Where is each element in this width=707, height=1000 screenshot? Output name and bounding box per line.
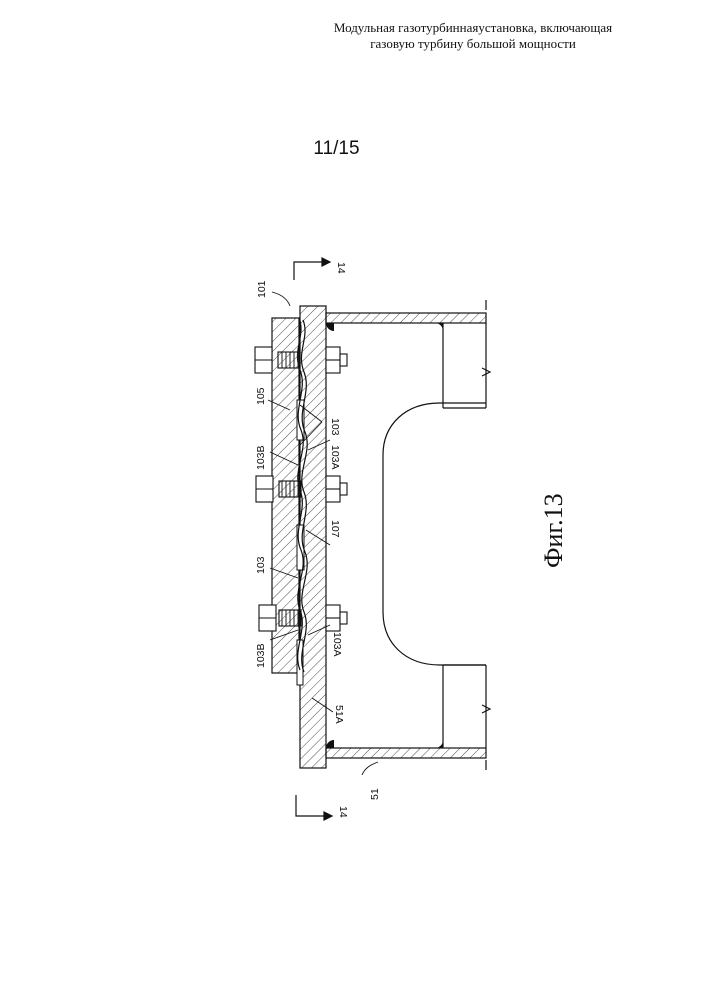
casing-51 (326, 300, 490, 770)
label-section-top: 14 (335, 262, 347, 274)
label-clip-upper: 103 (329, 418, 341, 436)
section-arrow-top (294, 258, 330, 280)
label-clip-b-upper: 103B (255, 445, 267, 470)
label-clip-b-lower: 103B (255, 643, 267, 668)
label-assembly: 101 (256, 280, 268, 298)
label-section-bottom: 14 (337, 806, 349, 818)
label-flange: 51A (333, 705, 345, 724)
label-clip-lower: 103 (255, 556, 267, 574)
section-arrow-bottom (296, 795, 332, 820)
label-casing: 51 (369, 788, 381, 800)
label-clip-a-lower: 103A (331, 632, 343, 657)
label-spacer: 107 (329, 520, 341, 538)
label-clip-a-upper: 103A (329, 445, 341, 470)
figure-caption: Фиг.13 (539, 493, 568, 568)
label-plate: 105 (255, 387, 267, 405)
weld-beads (326, 323, 443, 748)
